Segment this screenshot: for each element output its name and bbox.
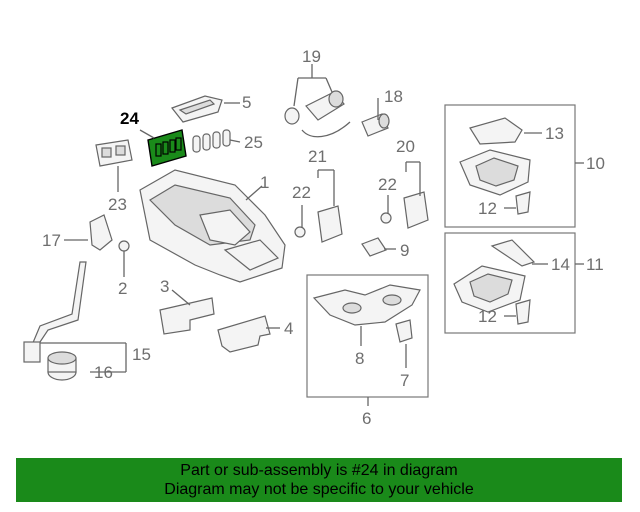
callout-17: 17 (42, 231, 61, 250)
trim-panel-5 (171, 95, 223, 123)
switch-21 (294, 205, 343, 243)
box-10 (444, 104, 576, 228)
banner-line-2: Diagram may not be specific to your vehi… (164, 481, 474, 498)
banner-line-1: Part or sub-assembly is #24 in diagram (180, 462, 458, 479)
callout-11: 11 (586, 255, 604, 274)
boot-16 (47, 351, 77, 381)
parts-diagram: 1 2 3 4 5 6 7 8 9 10 11 12 12 13 14 15 1… (23, 47, 605, 428)
clip-12b (515, 299, 531, 325)
callout-20: 20 (396, 137, 415, 156)
callout-6: 6 (362, 409, 371, 428)
shift-lever-15 (23, 261, 87, 363)
screw-2 (118, 240, 130, 266)
callout-22a: 22 (292, 183, 311, 202)
socket-19 (284, 90, 345, 125)
callout-4: 4 (284, 319, 293, 338)
callout-3: 3 (160, 277, 169, 296)
clip-7 (395, 319, 413, 343)
callout-18: 18 (384, 87, 403, 106)
bracket-4 (217, 315, 271, 353)
clip-12a (515, 191, 531, 215)
callout-21: 21 (308, 147, 327, 166)
trim-14 (490, 239, 536, 267)
trim-pieces-25 (192, 129, 231, 153)
callout-7: 7 (400, 371, 409, 390)
leader-lines (40, 64, 584, 406)
shift-knob-17 (89, 214, 113, 251)
info-banner: Part or sub-assembly is #24 in diagram D… (16, 458, 622, 502)
part-24-switch-panel-highlighted[interactable] (147, 129, 187, 167)
callout-10: 10 (586, 154, 605, 173)
callout-15: 15 (132, 345, 151, 364)
lid-13 (469, 117, 523, 145)
callout-23: 23 (108, 195, 127, 214)
bracket-8 (312, 284, 421, 326)
callout-2: 2 (118, 279, 127, 298)
box-11 (444, 232, 576, 334)
clip-9 (361, 237, 387, 257)
callout-9: 9 (400, 241, 409, 260)
callouts: 1 2 3 4 5 6 7 8 9 10 11 12 12 13 14 15 1… (42, 47, 605, 428)
callout-1: 1 (260, 173, 269, 192)
bezel-10 (459, 149, 531, 196)
bezel-11 (453, 265, 526, 313)
console-assembly (139, 169, 286, 283)
callout-22b: 22 (378, 175, 397, 194)
bracket-3 (159, 297, 215, 335)
callout-5: 5 (242, 93, 251, 112)
callout-25: 25 (244, 133, 263, 152)
callout-12a: 12 (478, 199, 497, 218)
lighter-18 (301, 113, 390, 138)
callout-13: 13 (545, 124, 564, 143)
callout-16: 16 (94, 363, 113, 382)
callout-24-highlighted: 24 (120, 109, 139, 128)
callout-12b: 12 (478, 307, 497, 326)
switch-23 (95, 139, 133, 167)
callout-19: 19 (302, 47, 321, 66)
switch-20 (380, 191, 429, 229)
callout-14: 14 (551, 255, 570, 274)
callout-8: 8 (355, 349, 364, 368)
